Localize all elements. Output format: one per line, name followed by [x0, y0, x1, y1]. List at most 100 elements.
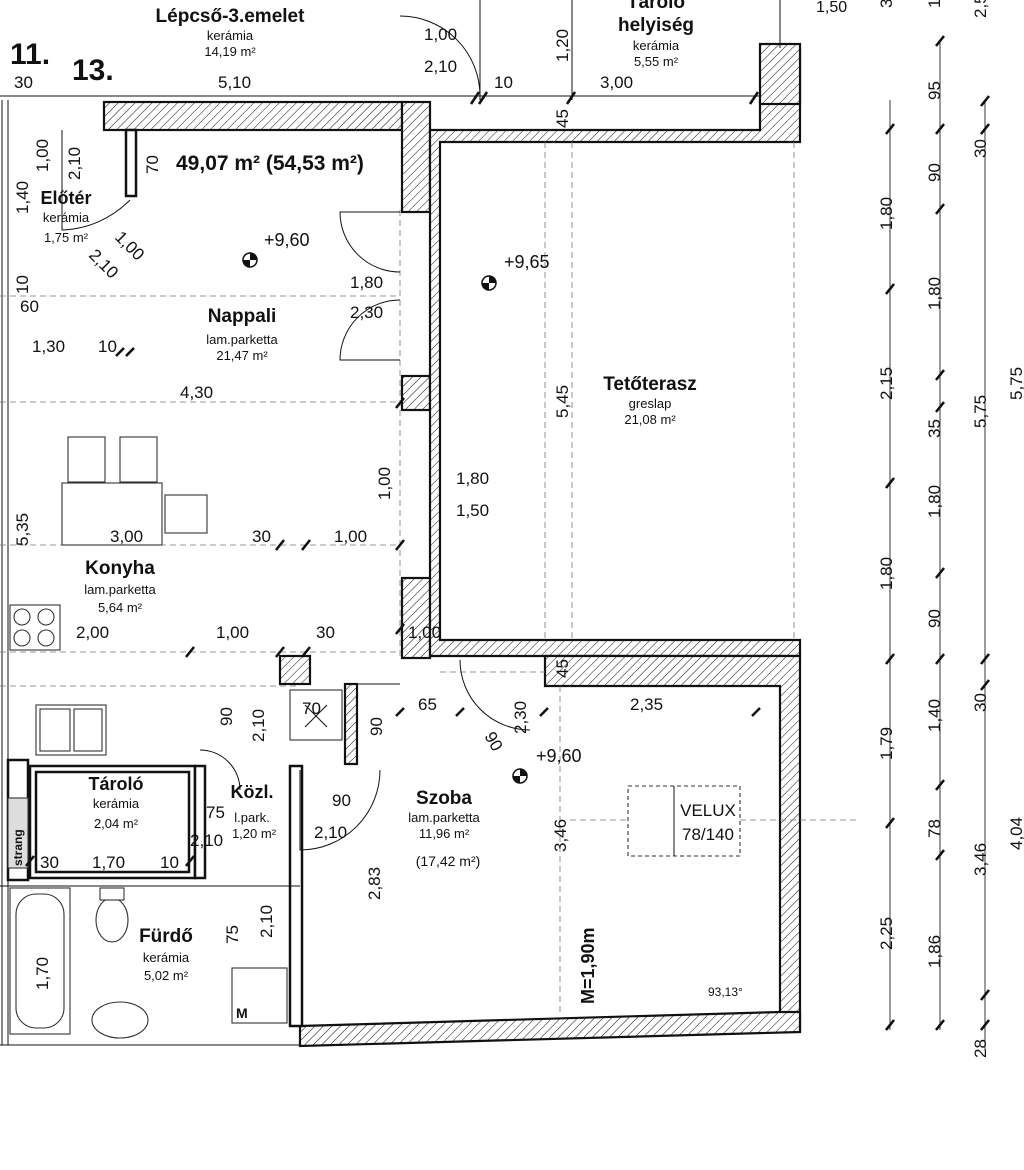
room-konyha-area: 5,64 m² — [98, 600, 143, 615]
dimension-labels: 30 5,10 1,00 2,10 10 3,00 1,20 45 1,00 2… — [13, 25, 663, 990]
toilet — [95, 897, 129, 943]
room-furdo-area: 5,02 m² — [144, 968, 189, 983]
stair-material: kerámia — [207, 28, 254, 43]
dim-label: 30 — [40, 853, 59, 872]
dim-top-right-150: 1,50 — [816, 0, 847, 16]
right-dim-label: 4,04 — [1007, 817, 1024, 850]
dim-label: 2,10 — [424, 57, 457, 76]
dimension-ticks — [24, 91, 761, 867]
right-dim-label: 95 — [925, 81, 944, 100]
room-szoba-area-gross: (17,42 m²) — [416, 853, 481, 869]
dining-table — [61, 482, 163, 546]
room-kozl-area: 1,20 m² — [232, 826, 277, 841]
dim-label: 65 — [418, 695, 437, 714]
dim-label: 2,10 — [249, 709, 268, 742]
velux-window — [627, 785, 741, 857]
dim-label: 2,10 — [65, 147, 84, 180]
total-area: 49,07 m² (54,53 m²) — [176, 152, 364, 175]
room-kozl-name: Közl. — [231, 782, 274, 802]
dim-label: 10 — [13, 275, 32, 294]
room-furdo-material: kerámia — [143, 950, 190, 965]
dim-label: 1,00 — [408, 623, 441, 642]
dim-label: 90 — [481, 729, 507, 755]
room-konyha-material: lam.parketta — [84, 582, 156, 597]
dining-chair — [119, 436, 158, 483]
stair-area: 14,19 m² — [204, 44, 256, 59]
right-dim-label: 78 — [925, 819, 944, 838]
room-eloter-material: kerámia — [43, 210, 90, 225]
room-nappali-area: 21,47 m² — [216, 348, 268, 363]
dim-label: 1,00 — [111, 227, 148, 264]
dining-chair — [67, 436, 106, 483]
storage-top-title-2: helyiség — [618, 15, 694, 36]
height-line-label: M=1,90m — [578, 927, 598, 1004]
dim-label: 90 — [217, 707, 236, 726]
dim-label: 2,10 — [85, 245, 122, 282]
velux-label-2: 78/140 — [682, 825, 734, 844]
room-nappali-name: Nappali — [208, 306, 277, 327]
right-dim-label: 1,80 — [925, 485, 944, 518]
right-dim-label: 1,79 — [877, 727, 896, 760]
right-dim-label: 30 — [971, 693, 990, 712]
dim-label: 30 — [252, 527, 271, 546]
right-dim-label: 35 — [925, 419, 944, 438]
right-dim-label: 5,75 — [1007, 367, 1024, 400]
room-konyha-name: Konyha — [85, 558, 155, 579]
dining-chair — [164, 494, 208, 534]
dim-label: 2,30 — [350, 303, 383, 322]
angle-label: 93,13° — [708, 985, 743, 999]
dim-label: 45 — [553, 109, 572, 128]
dim-label: 1,20 — [553, 29, 572, 62]
room-terasz-area: 21,08 m² — [624, 412, 676, 427]
dim-label: 1,30 — [32, 337, 65, 356]
dim-label: 10 — [98, 337, 117, 356]
right-dim-label: 1,80 — [877, 197, 896, 230]
furniture — [7, 436, 741, 1039]
room-szoba-area: 11,96 m² — [419, 826, 470, 841]
right-dim-label: 90 — [925, 609, 944, 628]
dim-label: 10 — [160, 853, 179, 872]
shower-tray — [289, 689, 343, 741]
right-dim-label: 90 — [925, 163, 944, 182]
dim-label: 3,00 — [110, 527, 143, 546]
right-dim-label: 1,40 — [925, 699, 944, 732]
dim-label: 1,70 — [33, 957, 52, 990]
right-dim-label: 2,5 — [971, 0, 990, 18]
dim-label: 75 — [223, 925, 242, 944]
dim-label: 1,80 — [350, 273, 383, 292]
unit-number-prev: 11. — [10, 38, 50, 71]
right-dim-label: 28 — [971, 1039, 990, 1058]
room-nappali-level: +9,60 — [264, 230, 310, 250]
room-terasz-level: +9,65 — [504, 252, 550, 272]
room-kozl-material: l.park. — [234, 810, 269, 825]
dim-label: 1,00 — [216, 623, 249, 642]
unit-number: 13. — [72, 54, 114, 87]
dim-label: 2,10 — [257, 905, 276, 938]
right-dim-label: 3 — [877, 0, 896, 8]
dim-label: 4,30 — [180, 383, 213, 402]
dim-label: 1,00 — [334, 527, 367, 546]
dim-label: 3,00 — [600, 73, 633, 92]
dim-label: 3,46 — [551, 819, 570, 852]
dim-label: 2,35 — [630, 695, 663, 714]
storage-top-title-1: Tároló — [627, 0, 685, 13]
kitchen-sink-bowl — [73, 708, 103, 752]
strang-label: strang — [11, 829, 25, 866]
dim-label: 90 — [367, 717, 386, 736]
doors — [61, 15, 531, 851]
right-dimension-lines — [884, 35, 991, 1050]
right-dim-label: 1,80 — [877, 557, 896, 590]
dim-label: 1,00 — [424, 25, 457, 44]
dim-label: 2,83 — [365, 867, 384, 900]
dim-label: 75 — [206, 803, 225, 822]
washbasin — [91, 1001, 149, 1039]
walls — [0, 0, 802, 1048]
velux-label-1: VELUX — [680, 801, 736, 820]
room-eloter-name: Előtér — [40, 188, 91, 208]
right-dim-label: 1,86 — [925, 935, 944, 968]
dim-label: 10 — [494, 73, 513, 92]
dim-label: 1,00 — [375, 467, 394, 500]
header-texts: Lépcső-3.emelet kerámia 14,19 m² Tároló … — [10, 0, 847, 175]
dim-label: 60 — [20, 297, 39, 316]
